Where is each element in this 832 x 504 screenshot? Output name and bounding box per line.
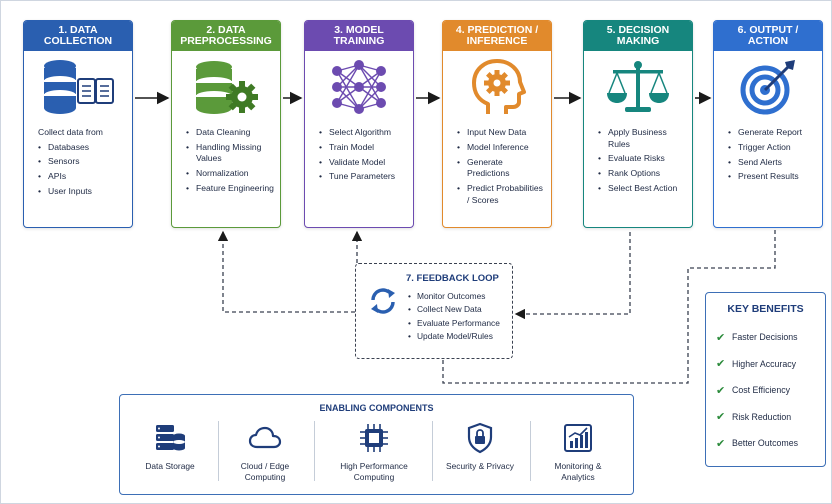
list-item: ✔ Risk Reduction (716, 404, 825, 431)
enabling-title: ENABLING COMPONENTS (319, 403, 434, 413)
list-item: Trigger Action (728, 142, 816, 154)
list-item: Evaluate Risks (598, 153, 686, 165)
stage-title: 3. MODEL TRAINING (305, 21, 413, 51)
list-item: Predict Probabilities / Scores (457, 183, 545, 206)
check-icon: ✔ (716, 384, 726, 397)
benefit-label: Better Outcomes (732, 438, 799, 449)
stage-title: 4. PREDICTION / INFERENCE (443, 21, 551, 51)
benefit-label: Cost Efficiency (732, 385, 791, 396)
list-item: Collect New Data (408, 304, 500, 314)
check-icon: ✔ (716, 358, 726, 371)
list-item: User Inputs (38, 186, 126, 198)
component-data-storage: Data Storage (128, 421, 212, 487)
benefits-title: KEY BENEFITS (727, 303, 804, 315)
list-item: Normalization (186, 168, 274, 180)
list-item: Data Cleaning (186, 127, 274, 139)
check-icon: ✔ (716, 331, 726, 344)
list-item: Handling Missing Values (186, 142, 274, 165)
list-item: Databases (38, 142, 126, 154)
list-item: Monitor Outcomes (408, 291, 500, 301)
stage-output-action: 6. OUTPUT / ACTION Generate Report Trigg… (713, 20, 823, 228)
divider (314, 421, 315, 481)
refresh-cycle-icon (371, 288, 395, 314)
component-monitoring-analytics: Monitoring & Analytics (534, 421, 622, 487)
list-item: Tune Parameters (319, 171, 407, 183)
list-item: Validate Model (319, 157, 407, 169)
neural-network-icon (305, 51, 413, 123)
list-item: Generate Report (728, 127, 816, 139)
list-item: ✔ Better Outcomes (716, 430, 825, 457)
list-item: Send Alerts (728, 157, 816, 169)
stage-title: 2. DATA PREPROCESSING (172, 21, 280, 51)
stage-data-preprocessing: 2. DATA PREPROCESSING (171, 20, 281, 228)
list-item: ✔ Higher Accuracy (716, 351, 825, 378)
stage-prediction-inference: 4. PREDICTION / INFERENCE (442, 20, 552, 228)
head-gear-icon (443, 51, 551, 123)
list-item: ✔ Faster Decisions (716, 324, 825, 351)
benefit-label: Risk Reduction (732, 411, 792, 422)
list-item: Evaluate Performance (408, 318, 500, 328)
cloud-icon (248, 421, 282, 455)
target-icon (714, 51, 822, 123)
cpu-chip-icon (357, 421, 391, 455)
component-cloud-edge: Cloud / Edge Computing (224, 421, 306, 487)
database-documents-icon (24, 51, 132, 123)
enabling-components-box: ENABLING COMPONENTS Data Storage Cloud /… (119, 394, 634, 495)
key-benefits-box: KEY BENEFITS ✔ Faster Decisions ✔ Higher A… (705, 292, 826, 467)
divider (530, 421, 531, 481)
database-gear-icon (172, 51, 280, 123)
divider (218, 421, 219, 481)
list-item: Present Results (728, 171, 816, 183)
component-label: High Performance Computing (340, 461, 408, 482)
stage-title: 6. OUTPUT / ACTION (714, 21, 822, 51)
list-item: Feature Engineering (186, 183, 274, 195)
list-item: APIs (38, 171, 126, 183)
scales-icon (584, 51, 692, 123)
analytics-chart-icon (561, 421, 595, 455)
list-item: Generate Predictions (457, 157, 545, 180)
component-label: Security & Privacy (446, 461, 514, 471)
list-item: Model Inference (457, 142, 545, 154)
server-storage-icon (153, 421, 187, 455)
list-item: Select Algorithm (319, 127, 407, 139)
list-item: Rank Options (598, 168, 686, 180)
list-item: Select Best Action (598, 183, 686, 195)
list-item: Input New Data (457, 127, 545, 139)
benefit-label: Higher Accuracy (732, 358, 797, 369)
check-icon: ✔ (716, 411, 726, 424)
divider (432, 421, 433, 481)
feedback-title: 7. FEEDBACK LOOP (406, 273, 499, 284)
component-label: Cloud / Edge Computing (240, 461, 290, 482)
list-item: ✔ Cost Efficiency (716, 377, 825, 404)
component-security-privacy: Security & Privacy (436, 421, 524, 487)
component-label: Monitoring & Analytics (554, 461, 602, 482)
shield-lock-icon (463, 421, 497, 455)
stage-title: 1. DATA COLLECTION (24, 21, 132, 51)
stage-decision-making: 5. DECISION MAKING Apply Business Rules … (583, 20, 693, 228)
stage-model-training: 3. MODEL TRAINING Select Algorithm Train… (304, 20, 414, 228)
list-item: Apply Business Rules (598, 127, 686, 150)
benefit-label: Faster Decisions (732, 332, 798, 343)
stage-intro: Collect data from (38, 127, 103, 137)
feedback-loop-box: 7. FEEDBACK LOOP Monitor Outcomes Collec… (355, 263, 513, 359)
stage-data-collection: 1. DATA COLLECTION Collect data from Dat… (23, 20, 133, 228)
stage-title: 5. DECISION MAKING (584, 21, 692, 51)
list-item: Update Model/Rules (408, 331, 500, 341)
component-label: Data Storage (145, 461, 195, 471)
list-item: Train Model (319, 142, 407, 154)
component-hpc: High Performance Computing (320, 421, 428, 487)
list-item: Sensors (38, 156, 126, 168)
check-icon: ✔ (716, 437, 726, 450)
